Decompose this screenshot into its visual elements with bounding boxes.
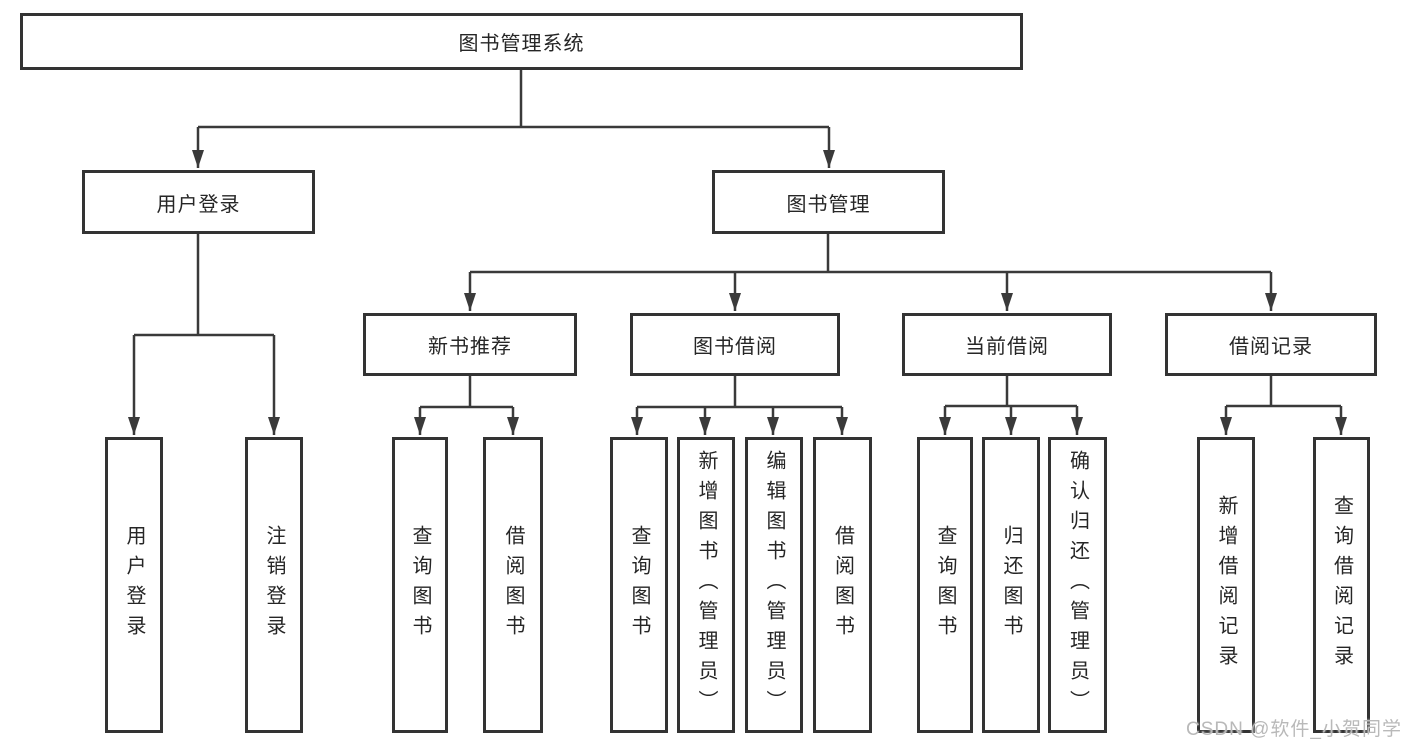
- node-leaf-bb-add-books-admin-label: 新增图书（管理员）: [695, 450, 717, 720]
- node-leaf-logout-label: 注销登录: [263, 525, 285, 645]
- node-leaf-cb-confirm-return-admin-label: 确认归还（管理员）: [1066, 450, 1089, 720]
- connector-borrow-records-branch: [1226, 376, 1341, 408]
- node-leaf-bb-borrow-books-label: 借阅图书: [831, 525, 854, 645]
- node-leaf-cb-confirm-return-admin: 确认归还（管理员）: [1048, 437, 1107, 733]
- node-leaf-bb-query-books: 查询图书: [610, 437, 668, 733]
- connector-book-borrow-branch: [637, 376, 842, 409]
- node-new-book-recommend-label: 新书推荐: [428, 336, 512, 358]
- connector-current-borrow-branch: [945, 376, 1077, 408]
- node-new-book-recommend: 新书推荐: [363, 313, 577, 376]
- node-book-management-label: 图书管理: [786, 193, 871, 216]
- csdn-watermark: CSDN @软件_小贺同学: [1186, 719, 1402, 740]
- node-user-login: 用户登录: [82, 170, 315, 234]
- connector-root-branch: [198, 70, 829, 129]
- node-leaf-nb-query-books-label: 查询图书: [409, 525, 431, 645]
- node-root-system-label: 图书管理系统: [458, 33, 585, 55]
- node-leaf-bb-add-books-admin: 新增图书（管理员）: [677, 437, 735, 733]
- node-leaf-cb-return-books: 归还图书: [982, 437, 1040, 733]
- node-leaf-nb-borrow-books: 借阅图书: [483, 437, 543, 733]
- node-leaf-br-add-record-label: 新增借阅记录: [1215, 495, 1237, 675]
- node-borrow-records-label: 借阅记录: [1229, 336, 1313, 358]
- node-leaf-bb-edit-books-admin: 编辑图书（管理员）: [745, 437, 803, 733]
- node-book-borrow-label: 图书借阅: [693, 336, 777, 358]
- node-root-system: 图书管理系统: [20, 13, 1023, 70]
- node-leaf-bb-edit-books-admin-label: 编辑图书（管理员）: [763, 450, 785, 720]
- node-book-management: 图书管理: [712, 170, 945, 234]
- node-leaf-bb-borrow-books: 借阅图书: [813, 437, 872, 733]
- node-current-borrow: 当前借阅: [902, 313, 1112, 376]
- node-leaf-br-add-record: 新增借阅记录: [1197, 437, 1255, 733]
- node-leaf-cb-query-books: 查询图书: [917, 437, 973, 733]
- node-borrow-records: 借阅记录: [1165, 313, 1377, 376]
- node-leaf-user-login-label: 用户登录: [123, 525, 145, 645]
- node-leaf-br-query-record: 查询借阅记录: [1313, 437, 1370, 733]
- node-leaf-br-query-record-label: 查询借阅记录: [1330, 495, 1353, 675]
- node-user-login-label: 用户登录: [156, 193, 241, 216]
- connector-book-mgmt-branch: [470, 234, 1271, 274]
- node-current-borrow-label: 当前借阅: [965, 336, 1049, 358]
- node-leaf-user-login: 用户登录: [105, 437, 163, 733]
- connector-new-books-branch: [420, 376, 513, 409]
- node-leaf-bb-query-books-label: 查询图书: [628, 525, 650, 645]
- node-leaf-logout: 注销登录: [245, 437, 303, 733]
- connector-user-login-branch: [134, 234, 274, 337]
- node-leaf-cb-return-books-label: 归还图书: [1000, 525, 1022, 645]
- node-book-borrow: 图书借阅: [630, 313, 840, 376]
- node-leaf-cb-query-books-label: 查询图书: [934, 525, 956, 645]
- node-leaf-nb-query-books: 查询图书: [392, 437, 448, 733]
- node-leaf-nb-borrow-books-label: 借阅图书: [502, 525, 524, 645]
